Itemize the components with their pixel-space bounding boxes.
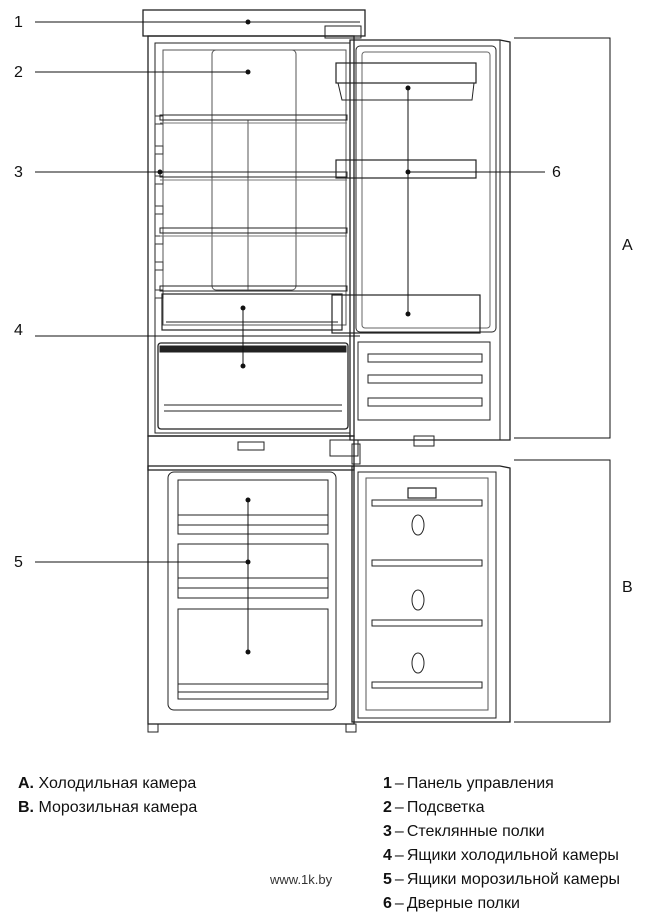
fridge-door <box>329 39 511 465</box>
legend-item-3: 3–Стеклянные полки <box>383 820 620 844</box>
fridge-diagram: 1 2 3 4 5 6 A B <box>14 9 633 733</box>
legend-dash: – <box>394 775 404 792</box>
legend-text: Панель управления <box>406 775 554 792</box>
legend-text: Ящики морозильной камеры <box>406 871 620 888</box>
legend-dash: – <box>394 799 404 816</box>
callout-3: 3 <box>14 164 23 181</box>
legend-item-4: 4–Ящики холодильной камеры <box>383 844 620 868</box>
legend-dash: – <box>394 895 404 912</box>
legend-dash: – <box>394 871 404 888</box>
freezer-drawers <box>177 479 329 700</box>
callout-5: 5 <box>14 554 23 571</box>
callout-lines <box>35 21 545 652</box>
zone-brackets <box>514 37 611 723</box>
legend-item-6: 6–Дверные полки <box>383 892 620 916</box>
door-shelves <box>331 62 481 334</box>
legend-item-b: B. Морозильная камера <box>18 796 197 820</box>
legend-text: Холодильная камера <box>38 775 197 792</box>
legend-text: Подсветка <box>406 799 485 816</box>
legend-text: Морозильная камера <box>38 799 198 816</box>
freezer-door <box>351 465 511 723</box>
legend-key: 1 <box>383 775 392 792</box>
zone-label-b: B <box>622 579 633 596</box>
legend-key: 2 <box>383 799 392 816</box>
legend-text: Ящики холодильной камеры <box>406 847 619 864</box>
legend-text: Дверные полки <box>406 895 520 912</box>
freezer-compartment <box>147 465 357 733</box>
watermark: www.1k.by <box>270 872 333 887</box>
compartment-divider <box>147 435 355 471</box>
callout-4: 4 <box>14 322 23 339</box>
legend-item-a: A. Холодильная камера <box>18 772 197 796</box>
control-panel <box>142 9 366 39</box>
legend-key: 3 <box>383 823 392 840</box>
legend-dash: – <box>394 847 404 864</box>
legend-key: 6 <box>383 895 392 912</box>
fridge-drawers <box>157 293 349 430</box>
legend-text: Стеклянные полки <box>406 823 545 840</box>
legend-zones: A. Холодильная камера B. Морозильная кам… <box>18 772 197 820</box>
legend-key: 5 <box>383 871 392 888</box>
legend-item-2: 2–Подсветка <box>383 796 620 820</box>
legend-key: A. <box>18 775 34 792</box>
shelf-knobs <box>411 514 425 674</box>
legend-key: B. <box>18 799 34 816</box>
legend-key: 4 <box>383 847 392 864</box>
glass-shelves <box>159 114 348 292</box>
legend-item-5: 5–Ящики морозильной камеры <box>383 868 620 892</box>
callout-6: 6 <box>552 164 561 181</box>
legend-item-1: 1–Панель управления <box>383 772 620 796</box>
callout-1: 1 <box>14 14 23 31</box>
callout-2: 2 <box>14 64 23 81</box>
legend-parts: 1–Панель управления 2–Подсветка 3–Стекля… <box>383 772 620 916</box>
zone-label-a: A <box>622 237 633 254</box>
legend-dash: – <box>394 823 404 840</box>
